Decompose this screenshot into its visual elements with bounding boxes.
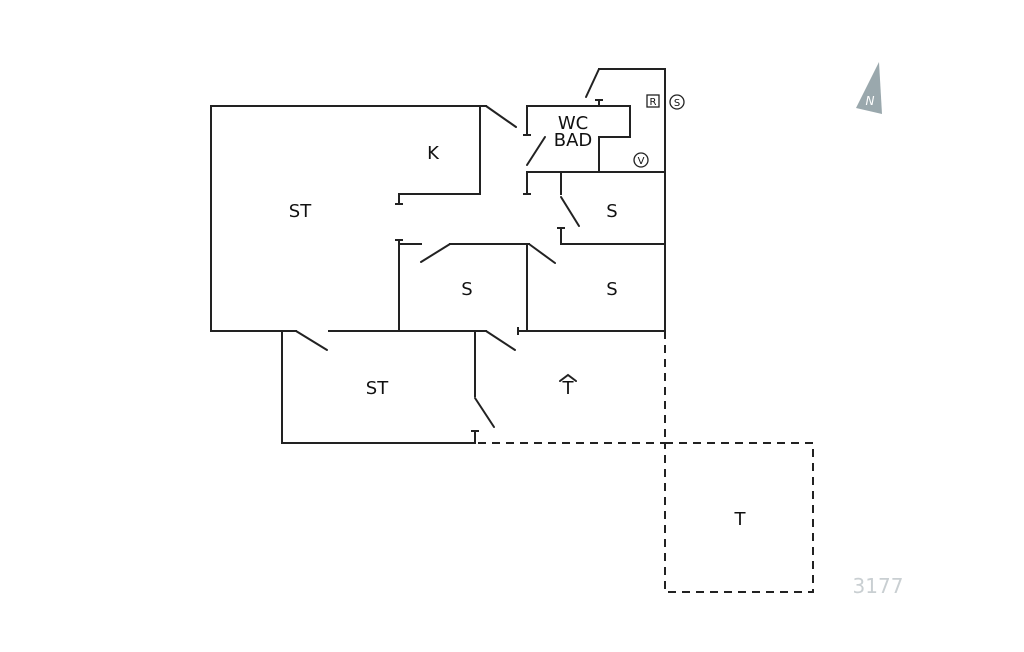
walls [210,68,666,444]
door-vestibule [585,68,600,98]
room-label-s-lower-right: S [606,279,617,300]
door-st-lower-right [474,397,495,428]
room-label-wc: WC [558,113,588,134]
room-label-st-main: ST [289,201,312,222]
door-st-entry [485,105,517,128]
north-arrow-shape [856,62,882,114]
symbol-r-box [646,94,660,108]
room-label-t-terrace: T [734,509,747,530]
symbol-r-label: R [650,97,657,108]
wall-ticks [395,99,603,432]
room-label-s-upper-right: S [606,201,617,222]
utility-symbols: R S V [633,94,685,168]
symbol-v-label: V [638,156,645,167]
door-bedroom-lower [528,243,556,264]
room-labels: ST K WC BAD S S S ST T T [289,113,747,530]
room-label-st-lower: ST [366,378,389,399]
plan-number: 3177 [853,574,904,598]
door-st-lower [295,330,328,351]
door-terrace [485,330,516,351]
roof-symbol [559,373,577,382]
door-bedroom-middle [420,243,451,263]
north-label: N [866,94,875,108]
door-bath [526,136,546,166]
room-label-kitchen: K [427,143,440,164]
terrace-outlines [478,331,814,593]
symbol-s-circle [669,94,685,110]
room-label-s-middle: S [461,279,472,300]
symbol-s-label: S [674,98,680,109]
symbol-v-circle [633,152,649,168]
room-label-t-covered: T [562,378,575,399]
room-label-bad: BAD [554,130,593,151]
north-arrow-icon: N [856,62,882,114]
door-bedroom-upper [560,196,580,227]
doors [295,68,600,428]
